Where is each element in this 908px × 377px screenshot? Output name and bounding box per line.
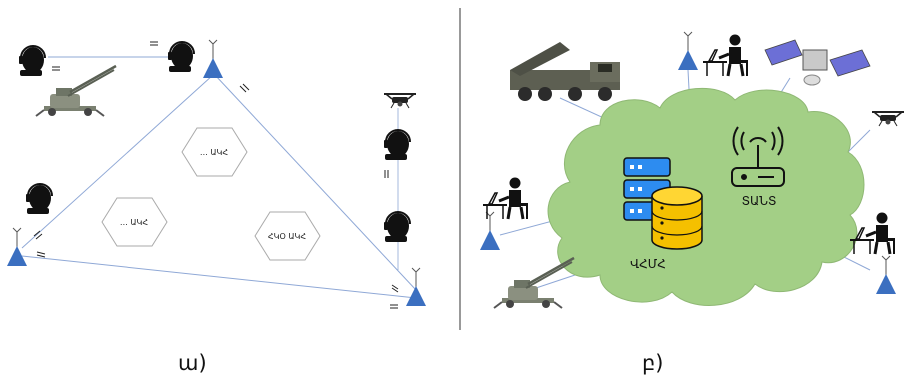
wifi-router-icon (731, 126, 785, 187)
antenna-tower-icon (677, 31, 699, 71)
hex-node-top: … ԱԿՀ (181, 127, 248, 177)
hex-label-top: … ԱԿՀ (200, 148, 229, 157)
anti-aircraft-gun-icon (492, 256, 576, 310)
panel-right: ՎՀՄՀ ՏԱՆՏ (479, 31, 905, 375)
arrow-markers (33, 41, 399, 309)
headset-operator-icon (383, 211, 411, 243)
satellite-icon (764, 39, 871, 86)
headset-operator-icon (167, 41, 195, 73)
caption-left: ա) (178, 351, 207, 375)
headset-operator-icon (25, 183, 53, 215)
headset-operator-icon (18, 45, 46, 77)
caption-right: բ) (642, 351, 664, 375)
drone-icon (383, 93, 417, 109)
antenna-tower-icon (202, 39, 224, 79)
database-icon (651, 186, 703, 250)
hex-node-right: ՀԿՕ ԱԿՀ (254, 211, 321, 261)
antenna-tower-icon (875, 255, 897, 295)
laptop-user-icon (481, 176, 529, 221)
link-top-right (214, 74, 417, 291)
panel-left: … ԱԿՀ … ԱԿՀ ՀԿՕ ԱԿՀ ա) (6, 39, 427, 375)
hex-node-left: … ԱԿՀ (101, 197, 168, 247)
hex-label-left: … ԱԿՀ (120, 218, 149, 227)
network-cloud (547, 87, 865, 306)
link-top-left (21, 74, 214, 249)
antenna-tower-icon (405, 267, 427, 307)
router-label: ՏԱՆՏ (742, 194, 777, 208)
headset-operator-icon (383, 129, 411, 161)
hex-label-right: ՀԿՕ ԱԿՀ (268, 232, 306, 241)
antenna-tower-icon (6, 227, 28, 267)
antenna-tower-icon (479, 211, 501, 251)
laptop-user-icon (701, 33, 749, 78)
anti-aircraft-gun-icon (34, 64, 118, 118)
server-label: ՎՀՄՀ (630, 257, 666, 271)
drone-icon (871, 111, 905, 127)
rocket-launcher-truck-icon (510, 42, 620, 101)
link-bottom (21, 255, 417, 299)
